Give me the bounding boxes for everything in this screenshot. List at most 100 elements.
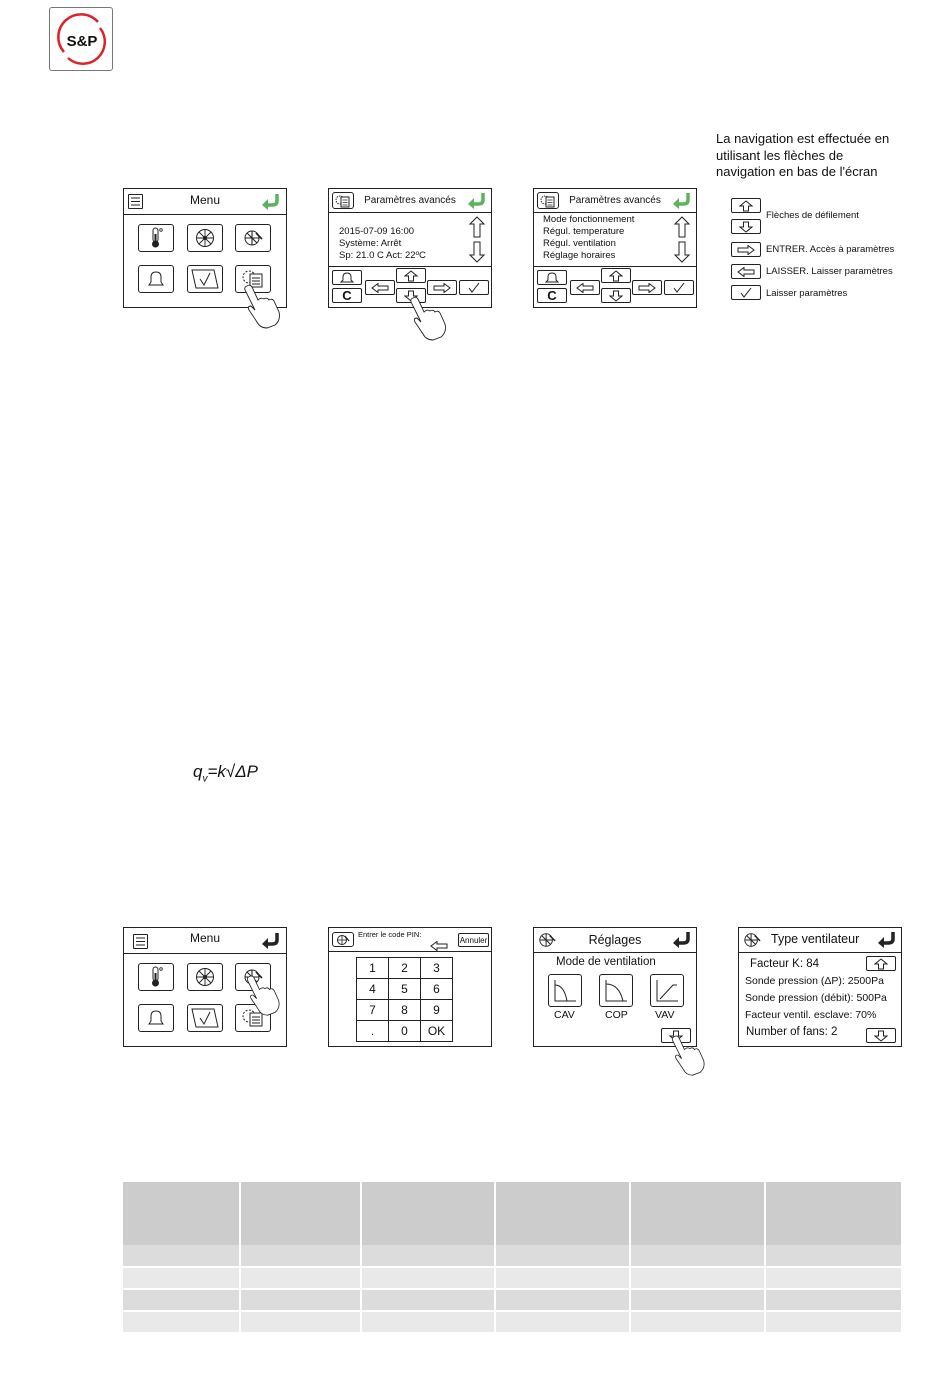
clear-c-button[interactable]: C <box>332 288 362 303</box>
scroll-up-arrow-icon[interactable] <box>468 216 486 243</box>
confirm-check-button[interactable] <box>459 280 489 295</box>
pointing-hand-icon <box>242 971 286 1024</box>
svg-text:S&P: S&P <box>67 33 98 50</box>
pin-key-7[interactable]: 7 <box>356 999 389 1021</box>
scroll-down-arrow-icon[interactable] <box>468 241 486 268</box>
advanced-title: Paramètres avancés <box>364 195 456 206</box>
fan-type-title: Type ventilateur <box>771 932 860 946</box>
legend-up-arrow-icon <box>731 198 761 213</box>
pin-prompt: Entrer le code PIN: <box>358 930 422 939</box>
status-system: Système: Arrêt <box>339 238 402 249</box>
pin-key-ok[interactable]: OK <box>420 1020 453 1042</box>
fan-icon[interactable] <box>187 963 223 991</box>
menu-item-schedule[interactable]: Réglage horaires <box>543 250 616 261</box>
nav-up-button[interactable] <box>866 956 896 971</box>
pin-key-6[interactable]: 6 <box>420 978 453 1000</box>
vav-curve-icon[interactable] <box>650 974 684 1007</box>
pin-entry-screen: Entrer le code PIN: Annuler 1 2 3 4 5 6 … <box>328 927 492 1047</box>
back-arrow-black-icon[interactable] <box>877 931 897 954</box>
alarm-bell-icon[interactable] <box>138 1004 174 1032</box>
backspace-arrow-icon[interactable] <box>430 938 448 956</box>
pointing-hand-icon <box>667 1032 711 1083</box>
pin-key-9[interactable]: 9 <box>420 999 453 1021</box>
status-setpoint: Sp: 21.0 C Act: 22ºC <box>339 250 426 261</box>
pin-key-2[interactable]: 2 <box>388 957 421 979</box>
clear-c-button[interactable]: C <box>537 288 567 303</box>
scroll-up-arrow-icon[interactable] <box>673 216 691 243</box>
advanced-settings-icon[interactable] <box>235 265 271 293</box>
back-arrow-black-icon[interactable] <box>261 932 281 955</box>
calendar-check-icon[interactable] <box>187 265 223 293</box>
pressure-probe-flow-line: Sonde pression (débit): 500Pa <box>745 992 887 1004</box>
back-arrow-green-icon[interactable] <box>261 193 281 216</box>
cop-curve-icon[interactable] <box>599 974 633 1007</box>
nav-down-button[interactable] <box>601 288 631 303</box>
menu-list-icon[interactable] <box>133 934 148 949</box>
legend-left-arrow-icon <box>731 264 761 279</box>
pin-key-0[interactable]: 0 <box>388 1020 421 1042</box>
advanced-list-title: Paramètres avancés <box>569 195 661 206</box>
pin-key-dot[interactable]: . <box>356 1020 389 1042</box>
table-header-row <box>123 1182 901 1245</box>
table-row <box>123 1267 901 1290</box>
confirm-check-button[interactable] <box>664 280 694 295</box>
scroll-down-arrow-icon[interactable] <box>673 241 691 268</box>
fan-icon[interactable] <box>187 224 223 252</box>
menu-header: Menu <box>124 928 286 954</box>
advanced-params-screen: Paramètres avancés 2015-07-09 16:00 Syst… <box>328 188 492 341</box>
legend-right-arrow-icon <box>731 242 761 257</box>
cancel-button[interactable]: Annuler <box>458 933 489 947</box>
back-arrow-black-icon[interactable] <box>672 931 692 954</box>
cav-curve-icon[interactable] <box>548 974 582 1007</box>
fan-settings-icon[interactable] <box>235 224 271 252</box>
pin-key-5[interactable]: 5 <box>388 978 421 1000</box>
legend-leave-label: LAISSER. Laisser paramètres <box>766 266 893 277</box>
table-row <box>123 1311 901 1334</box>
nav-right-button[interactable] <box>427 280 457 295</box>
nav-up-button[interactable] <box>601 268 631 283</box>
table-row <box>123 1289 901 1312</box>
navigation-description: La navigation est effectuée en utilisant… <box>716 131 890 179</box>
legend-down-arrow-icon <box>731 219 761 234</box>
pin-key-1[interactable]: 1 <box>356 957 389 979</box>
empty-table <box>123 1182 901 1334</box>
menu-item-mode[interactable]: Mode fonctionnement <box>543 214 635 225</box>
menu-item-temperature[interactable]: Régul. temperature <box>543 226 625 237</box>
pressure-probe-dp-line: Sonde pression (ΔP): 2500Pa <box>745 975 884 987</box>
advanced-settings-icon[interactable] <box>537 192 559 209</box>
table-header-cell <box>123 1182 241 1245</box>
calendar-check-icon[interactable] <box>187 1004 223 1032</box>
legend-check-icon <box>731 285 761 300</box>
alarm-bell-button[interactable] <box>332 270 362 285</box>
fan-type-screen: Type ventilateur Facteur K: 84 Sonde pre… <box>738 927 902 1047</box>
pointing-hand-icon <box>405 294 453 347</box>
advanced-toolbar-divider <box>329 266 491 267</box>
nav-left-button[interactable] <box>570 280 600 295</box>
menu-item-ventilation[interactable]: Régul. ventilation <box>543 238 616 249</box>
table-header-cell <box>765 1182 901 1245</box>
thermometer-icon[interactable] <box>138 224 174 252</box>
nav-up-button[interactable] <box>396 268 426 283</box>
pointing-hand-icon <box>239 282 287 335</box>
menu-screen-2: Menu <box>123 927 287 1047</box>
menu-list-icon[interactable] <box>128 194 143 209</box>
table-header-cell <box>240 1182 362 1245</box>
pin-key-4[interactable]: 4 <box>356 978 389 1000</box>
legend-scroll-label: Flèches de défilement <box>766 210 859 221</box>
advanced-settings-icon[interactable] <box>332 192 354 209</box>
slave-fan-factor-line: Facteur ventil. esclave: 70% <box>745 1009 877 1021</box>
alarm-bell-icon[interactable] <box>138 265 174 293</box>
mode-label-cop: COP <box>605 1009 628 1021</box>
fan-settings-icon <box>538 931 556 954</box>
nav-left-button[interactable] <box>365 280 395 295</box>
sp-logo: S&P <box>49 7 113 71</box>
thermometer-icon[interactable] <box>138 963 174 991</box>
nav-down-button[interactable] <box>866 1028 896 1043</box>
pin-key-8[interactable]: 8 <box>388 999 421 1021</box>
nav-right-button[interactable] <box>632 280 662 295</box>
back-arrow-green-icon[interactable] <box>467 192 487 215</box>
fan-settings-icon <box>332 932 354 947</box>
pin-key-3[interactable]: 3 <box>420 957 453 979</box>
back-arrow-green-icon[interactable] <box>672 192 692 215</box>
alarm-bell-button[interactable] <box>537 270 567 285</box>
